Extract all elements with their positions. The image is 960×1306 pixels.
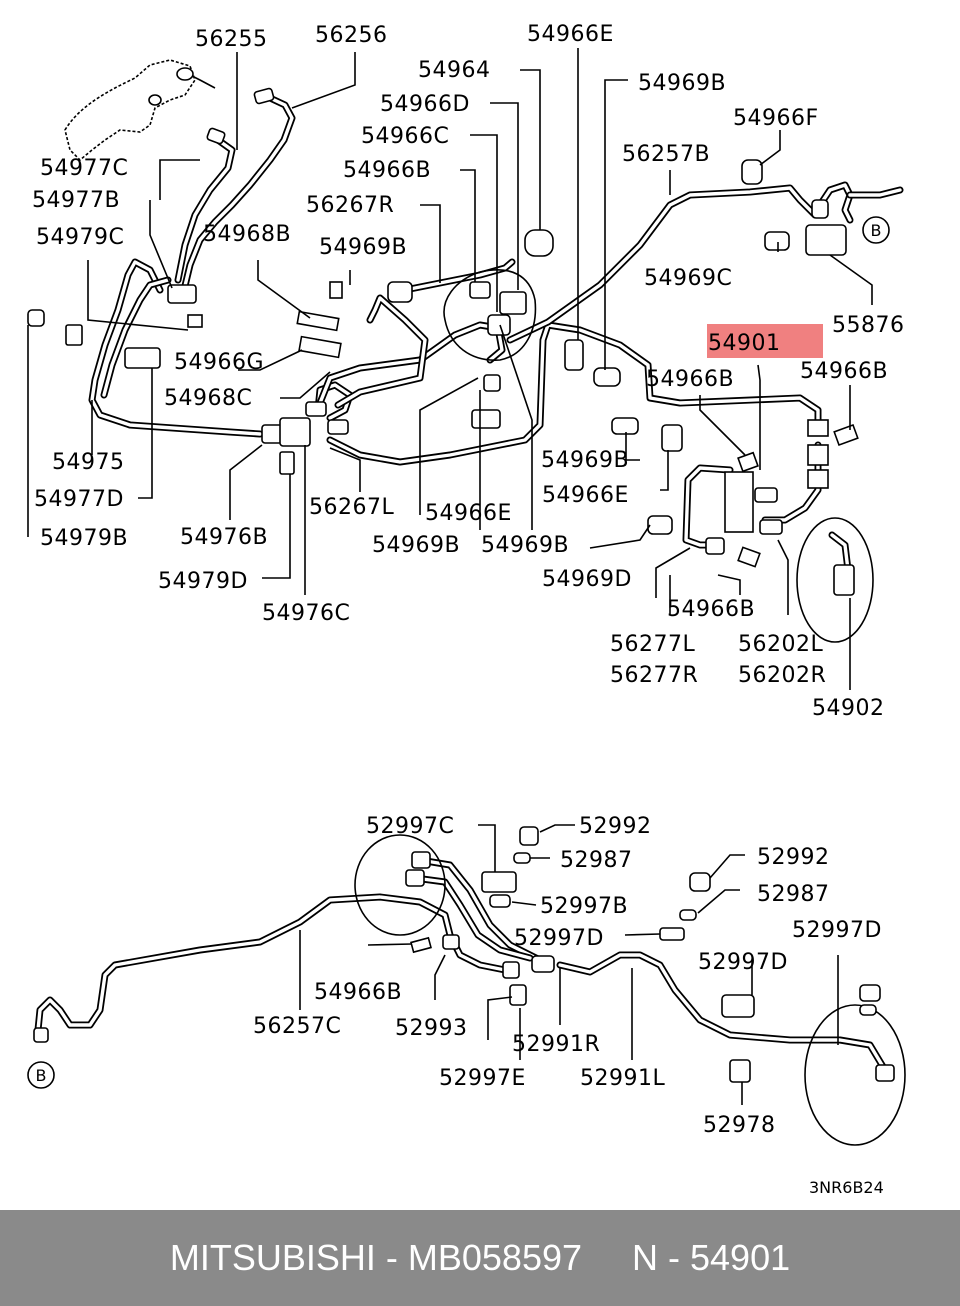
part-label[interactable]: 52997D [514,926,604,951]
hose-54901 [754,441,829,535]
part-label[interactable]: 52997B [540,894,628,919]
part-label[interactable]: 54969B [372,533,460,558]
part-label[interactable]: 54966E [542,483,629,508]
part-label[interactable]: 54969B [319,235,407,260]
part-label[interactable]: 54966C [361,124,449,149]
bottom-pipes [34,834,906,1146]
part-label[interactable]: 55876 [832,313,905,338]
top-leaders [27,48,873,690]
part-label[interactable]: 54979D [158,569,248,594]
part-label[interactable]: 54966G [174,350,264,375]
part-label[interactable]: 52992 [579,814,652,839]
part-label[interactable]: 52987 [757,882,830,907]
footer-bar: MITSUBISHI - MB058597 N - 54901 [0,1210,960,1306]
part-label[interactable]: 54969B [638,71,726,96]
part-label[interactable]: 54966E [527,22,614,47]
part-label[interactable]: 54964 [418,58,491,83]
part-label[interactable]: 52997E [439,1066,526,1091]
part-label[interactable]: 54976B [180,525,268,550]
part-labels: 56255 56256 54966E 54964 54969B 54966D 5… [32,22,905,1197]
brake-line-diagram: B B 56255 56256 54966E 54964 54969B 5496… [27,22,906,1197]
bottom-leaders [299,824,839,1105]
part-label[interactable]: 56255 [195,27,268,52]
part-label[interactable]: 54977D [34,487,124,512]
part-label[interactable]: 56257B [622,142,710,167]
part-label[interactable]: 52987 [560,848,633,873]
part-label[interactable]: 56202L [738,632,823,657]
part-label[interactable]: 54966B [800,359,888,384]
part-label[interactable]: 54977B [32,188,120,213]
part-label[interactable]: 52991R [512,1032,600,1057]
part-label[interactable]: 54966B [343,158,431,183]
part-label[interactable]: 56256 [315,23,388,48]
part-label[interactable]: 56267R [306,193,394,218]
part-label[interactable]: 52993 [395,1016,468,1041]
part-label[interactable]: 54977C [40,156,128,181]
part-label[interactable]: 54979B [40,526,128,551]
reference-b-bottom-label: B [36,1066,47,1085]
top-fittings [27,87,859,596]
part-label[interactable]: 56257C [253,1014,341,1039]
part-label[interactable]: 52997D [792,918,882,943]
part-label[interactable]: 54966B [314,980,402,1005]
part-label[interactable]: 54969C [644,266,732,291]
part-label[interactable]: 54966D [380,92,470,117]
reference-b-top: B [862,216,890,244]
part-label[interactable]: 52992 [757,845,830,870]
part-label[interactable]: 54976C [262,601,350,626]
drawing-code: 3NR6B24 [809,1178,884,1197]
part-label[interactable]: 54968B [203,222,291,247]
reference-b-bottom: B [27,1061,55,1089]
part-label[interactable]: 56277L [610,632,695,657]
part-label[interactable]: 52978 [703,1113,776,1138]
part-label[interactable]: 54969B [541,448,629,473]
reference-b-top-label: B [871,221,882,240]
part-label[interactable]: 54902 [812,696,885,721]
part-label[interactable]: 54966E [425,501,512,526]
part-label[interactable]: 54979C [36,225,124,250]
part-label[interactable]: 54966B [667,597,755,622]
part-label[interactable]: 56202R [738,663,826,688]
part-label[interactable]: 52997C [366,814,454,839]
footer-part-info: MITSUBISHI - MB058597 N - 54901 [169,1237,791,1278]
part-label[interactable]: 52991L [580,1066,665,1091]
part-label[interactable]: 54966F [733,106,819,131]
part-label[interactable]: 56277R [610,663,698,688]
part-highlight-54901 [707,324,823,358]
master-cylinder-outline [64,59,874,643]
part-label[interactable]: 54968C [164,386,252,411]
part-label-54901[interactable]: 54901 [708,331,781,356]
bottom-fittings [33,826,895,1083]
part-label[interactable]: 54969D [542,567,632,592]
part-label[interactable]: 56267L [309,495,394,520]
part-label[interactable]: 54975 [52,450,125,475]
top-pipes [88,94,904,574]
part-label[interactable]: 54966B [646,367,734,392]
part-label[interactable]: 52997D [698,950,788,975]
part-label[interactable]: 54969B [481,533,569,558]
